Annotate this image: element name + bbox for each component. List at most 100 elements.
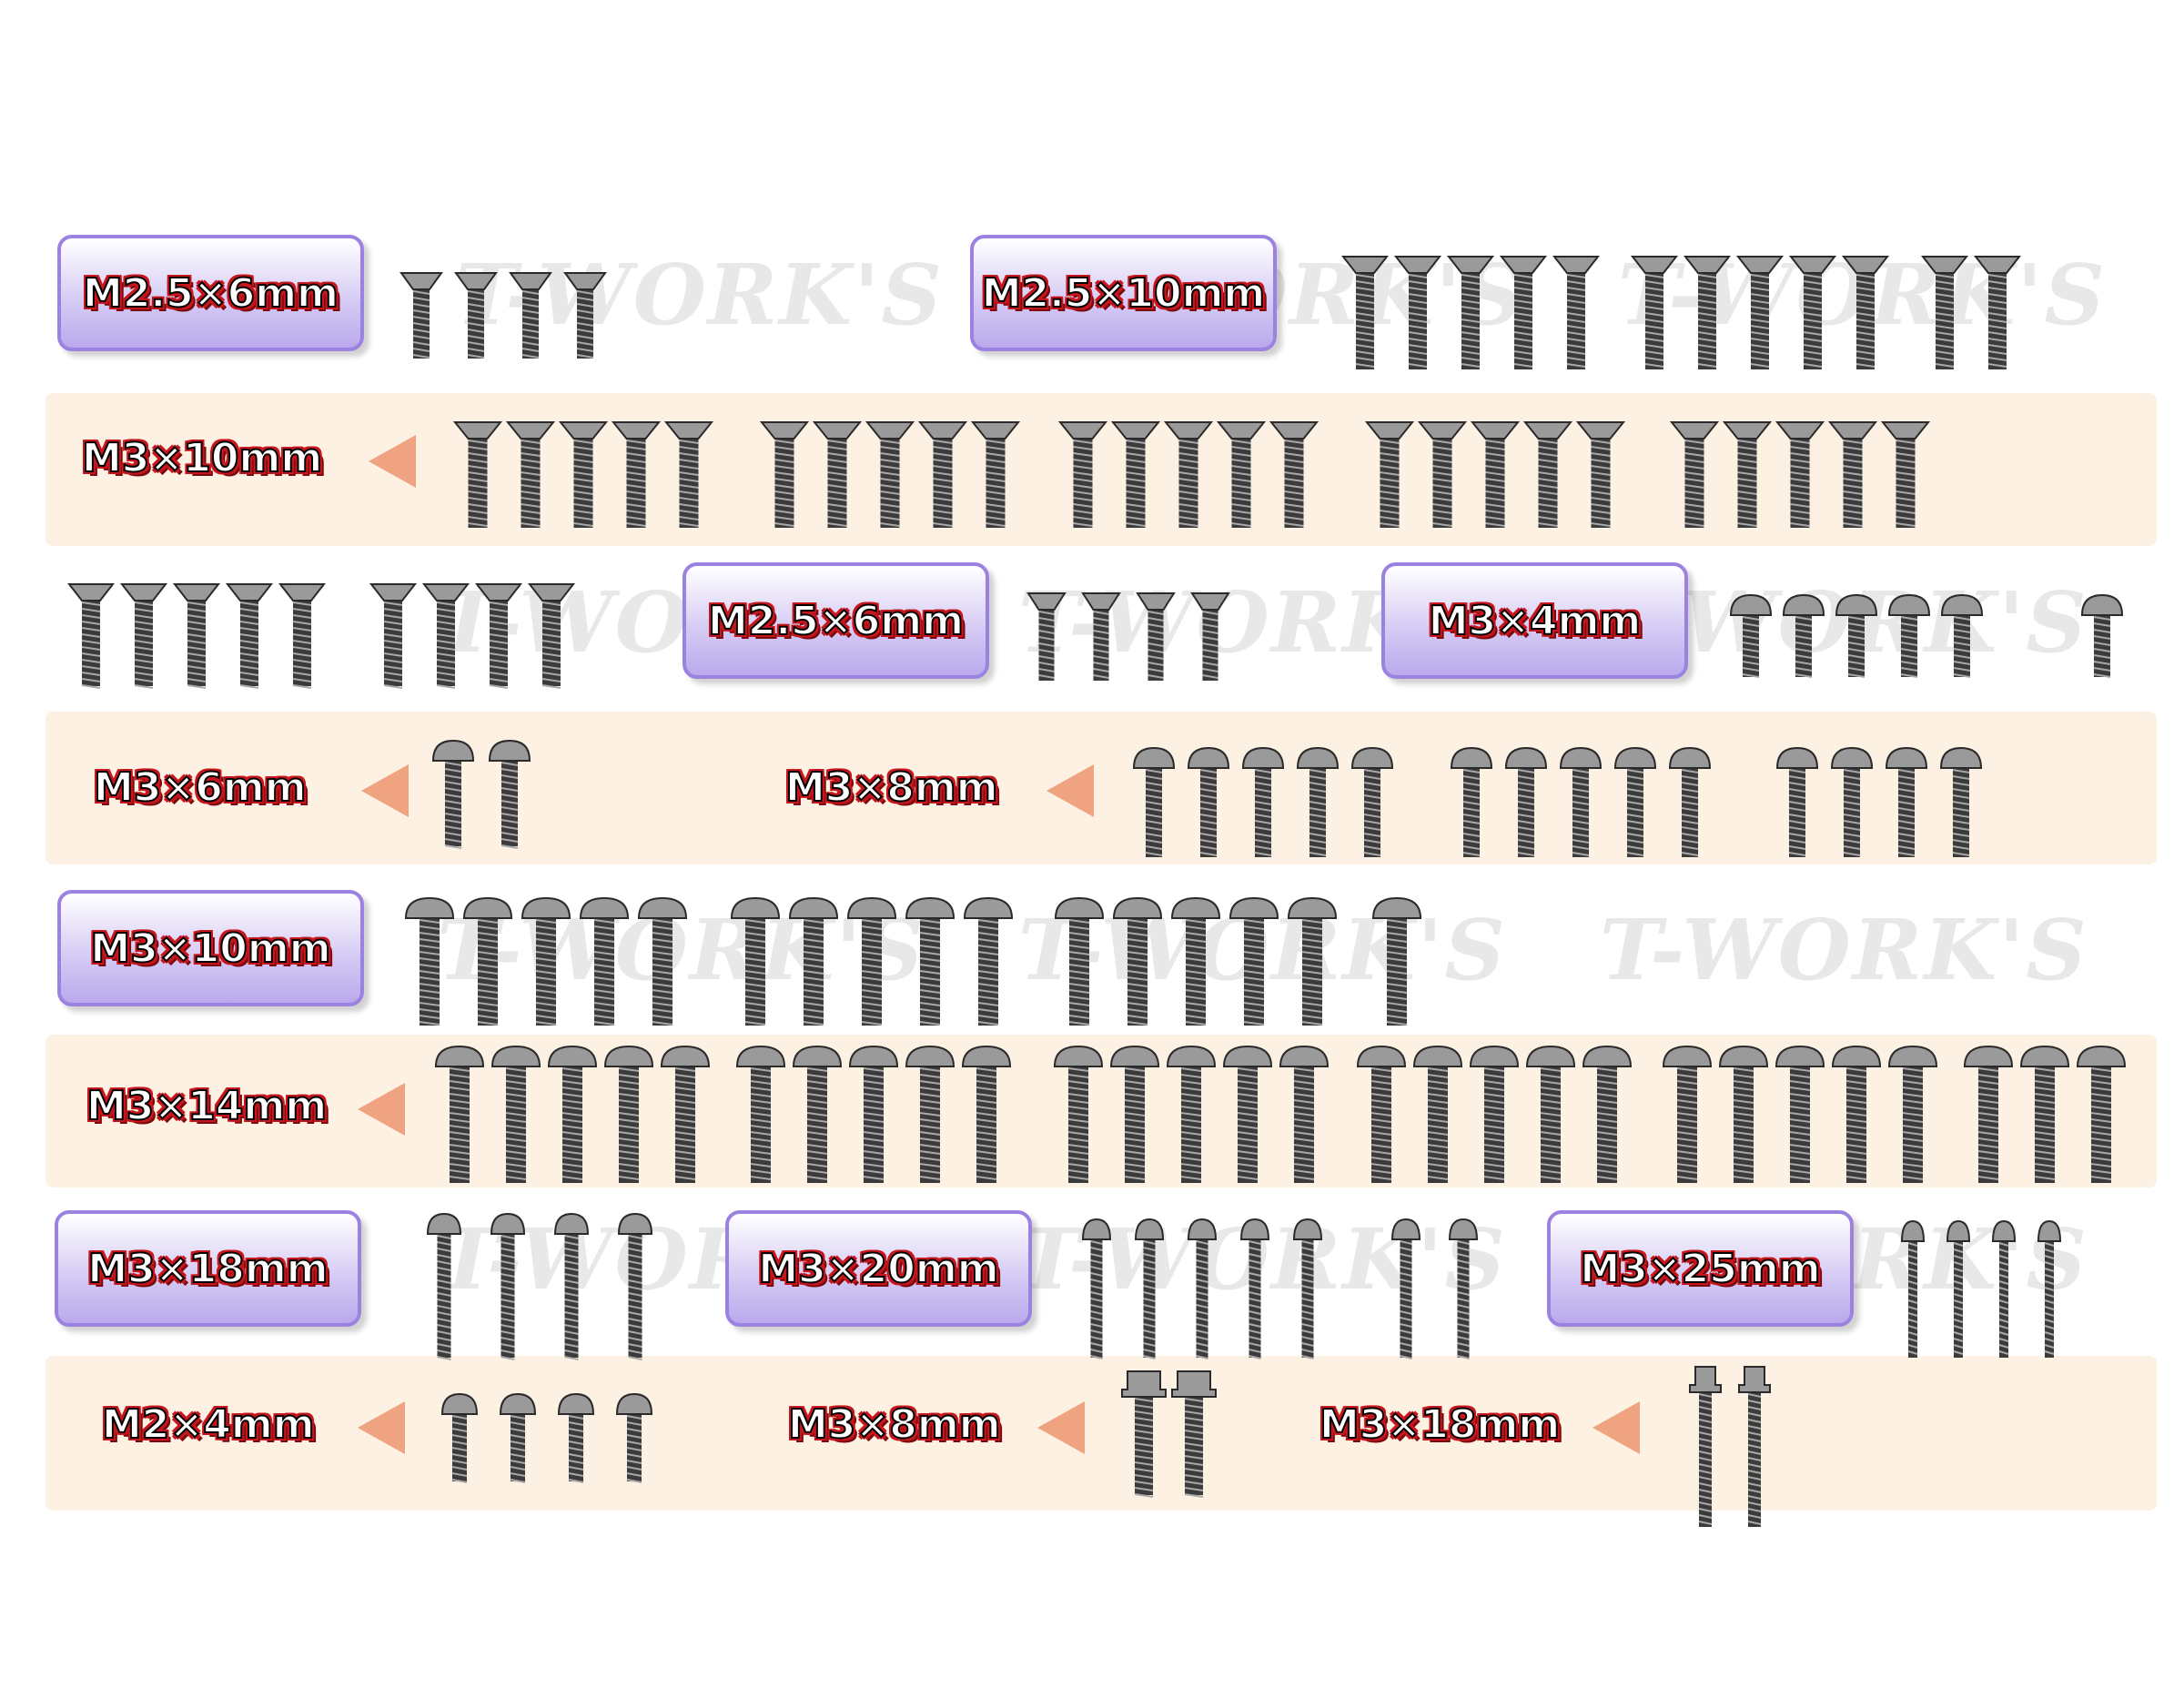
button-head-screw-icon — [1170, 896, 1221, 1026]
triangle-left-icon — [1037, 1401, 1085, 1454]
button-head-screw-icon — [1222, 1045, 1273, 1183]
flat-head-screw-icon — [505, 421, 556, 528]
button-head-screw-icon — [1525, 1045, 1576, 1183]
flat-head-screw-icon — [119, 583, 168, 689]
flat-head-screw-icon — [917, 421, 968, 528]
flat-head-screw-icon — [563, 272, 607, 359]
flat-head-screw-icon — [1522, 421, 1573, 528]
flat-head-screw-icon — [1216, 421, 1267, 528]
flat-head-screw-icon — [812, 421, 863, 528]
button-head-screw-icon — [1350, 746, 1394, 857]
button-head-screw-icon — [521, 896, 571, 1026]
size-label-m2x4: M2×4mm — [101, 1400, 316, 1449]
button-head-screw-icon — [792, 1045, 843, 1183]
label-box-m3x18: M3×18mm — [55, 1210, 361, 1327]
button-head-screw-icon — [1775, 746, 1819, 857]
size-label: M3×10mm — [89, 925, 331, 973]
flat-head-screw-icon — [66, 583, 116, 689]
flanged-screw-icon — [1738, 1366, 1771, 1527]
button-head-screw-icon — [2037, 1219, 2062, 1358]
flat-head-screw-icon — [1136, 592, 1176, 681]
button-head-screw-icon — [905, 1045, 956, 1183]
triangle-left-icon — [369, 435, 416, 488]
flat-head-screw-icon — [1841, 256, 1890, 369]
flat-head-screw-icon — [611, 421, 662, 528]
size-label: M2.5×6mm — [82, 269, 339, 318]
button-head-screw-icon — [603, 1045, 654, 1183]
button-head-screw-icon — [434, 1045, 485, 1183]
button-head-screw-icon — [1963, 1045, 2014, 1183]
button-head-screw-icon — [1134, 1218, 1165, 1359]
button-head-screw-icon — [730, 896, 781, 1026]
size-label-m3x10: M3×10mm — [81, 434, 323, 482]
flanged-screw-icon — [1171, 1370, 1217, 1498]
button-head-screw-icon — [1450, 746, 1493, 857]
triangle-left-icon — [358, 1083, 405, 1136]
flat-head-screw-icon — [1364, 421, 1415, 528]
label-box-m3x10: M3×10mm — [57, 890, 364, 1006]
button-head-screw-icon — [579, 896, 630, 1026]
flat-head-screw-icon — [1026, 592, 1067, 681]
button-head-screw-icon — [963, 896, 1014, 1026]
flat-head-screw-icon — [1880, 421, 1931, 528]
button-head-screw-icon — [1613, 746, 1657, 857]
flat-head-screw-icon — [454, 272, 498, 359]
button-head-screw-icon — [1582, 1045, 1633, 1183]
flat-head-screw-icon — [1788, 256, 1837, 369]
size-label: M3×25mm — [1579, 1245, 1821, 1293]
button-head-screw-icon — [1774, 1045, 1825, 1183]
triangle-left-icon — [1046, 764, 1094, 817]
size-label-m3x18-b: M3×18mm — [1319, 1400, 1561, 1449]
button-head-screw-icon — [557, 1392, 595, 1483]
button-head-screw-icon — [1241, 746, 1285, 857]
size-label-m3x14: M3×14mm — [86, 1082, 328, 1130]
flat-head-screw-icon — [369, 583, 418, 689]
flat-head-screw-icon — [1552, 256, 1601, 369]
size-label-m3x8-b: M3×8mm — [787, 1400, 1002, 1449]
flat-head-screw-icon — [970, 421, 1021, 528]
button-head-screw-icon — [1296, 746, 1340, 857]
button-head-screw-icon — [404, 896, 455, 1026]
flat-head-screw-icon — [1735, 256, 1785, 369]
button-head-screw-icon — [462, 896, 513, 1026]
button-head-screw-icon — [1390, 1218, 1421, 1359]
button-head-screw-icon — [1469, 1045, 1520, 1183]
flat-head-screw-icon — [1575, 421, 1626, 528]
button-head-screw-icon — [488, 739, 531, 849]
flat-head-screw-icon — [1669, 421, 1720, 528]
button-head-screw-icon — [1239, 1218, 1270, 1359]
flat-head-screw-icon — [1269, 421, 1320, 528]
button-head-screw-icon — [1885, 746, 1928, 857]
button-head-screw-icon — [1940, 593, 1984, 678]
button-head-screw-icon — [2076, 1045, 2127, 1183]
flat-head-screw-icon — [225, 583, 274, 689]
button-head-screw-icon — [1412, 1045, 1463, 1183]
button-head-screw-icon — [1279, 1045, 1330, 1183]
button-head-screw-icon — [1830, 746, 1874, 857]
button-head-screw-icon — [1228, 896, 1279, 1026]
button-head-screw-icon — [1187, 1218, 1218, 1359]
button-head-screw-icon — [1504, 746, 1548, 857]
button-head-screw-icon — [1112, 896, 1163, 1026]
flat-head-screw-icon — [558, 421, 609, 528]
label-box-m3x25: M3×25mm — [1547, 1210, 1854, 1327]
button-head-screw-icon — [1053, 1045, 1104, 1183]
button-head-screw-icon — [617, 1212, 653, 1360]
button-head-screw-icon — [1081, 1218, 1112, 1359]
size-label-m3x6: M3×6mm — [93, 763, 308, 812]
button-head-screw-icon — [1946, 1219, 1971, 1358]
button-head-screw-icon — [1782, 593, 1825, 678]
button-head-screw-icon — [1356, 1045, 1407, 1183]
flat-head-screw-icon — [1110, 421, 1161, 528]
button-head-screw-icon — [961, 1045, 1012, 1183]
button-head-screw-icon — [1729, 593, 1773, 678]
button-head-screw-icon — [1132, 746, 1176, 857]
button-head-screw-icon — [1887, 1045, 1938, 1183]
button-head-screw-icon — [1939, 746, 1983, 857]
button-head-screw-icon — [1187, 746, 1230, 857]
button-head-screw-icon — [431, 739, 475, 849]
size-label: M3×4mm — [1428, 597, 1643, 645]
size-label: M2.5×6mm — [707, 597, 965, 645]
flanged-screw-icon — [1689, 1366, 1722, 1527]
flat-head-screw-icon — [1163, 421, 1214, 528]
